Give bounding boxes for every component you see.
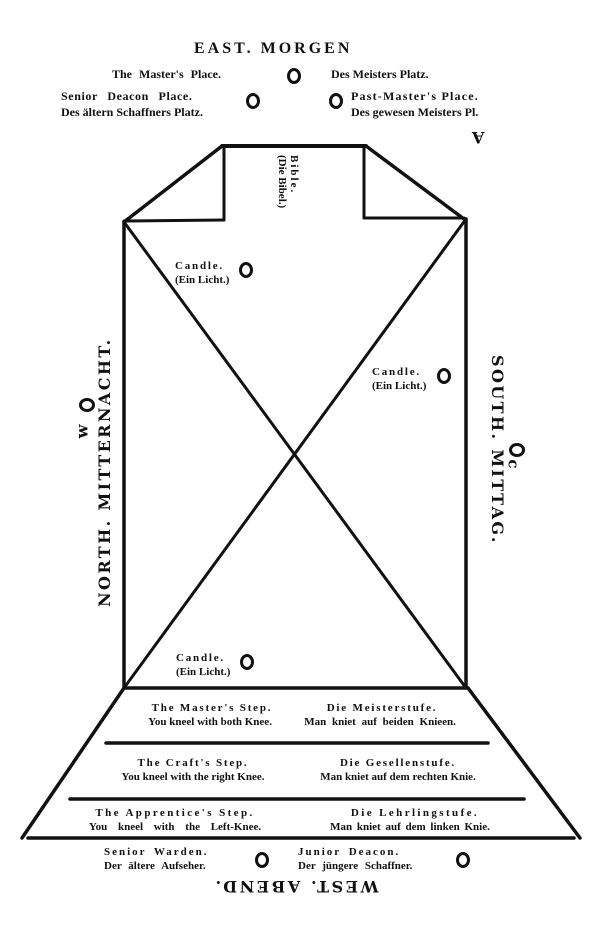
steps-right-edge bbox=[466, 686, 582, 840]
step-craft-title-en: The Craft's Step. bbox=[137, 757, 249, 769]
candle-3-marker bbox=[240, 654, 254, 670]
master-place-de: Des Meisters Platz. bbox=[331, 67, 429, 81]
senior-deacon-marker bbox=[246, 93, 260, 109]
candle-1-label-de: (Ein Licht.) bbox=[175, 274, 230, 286]
north-marker bbox=[79, 398, 95, 412]
step-apprentice-title-en: The Apprentice's Step. bbox=[95, 807, 255, 819]
step-apprentice-title-de: Die Lehrlingstufe. bbox=[350, 807, 480, 819]
south-heading: SOUTH. MITTAG. bbox=[488, 355, 507, 545]
right-fold-diagonal bbox=[364, 144, 466, 221]
junior-deacon-de: Der jüngere Schaffner. bbox=[298, 860, 413, 872]
step-craft: The Craft's Step. Die Gesellenstufe. You… bbox=[98, 756, 508, 784]
master-position-marker bbox=[287, 68, 301, 84]
step-craft-desc-de: Man kniet auf dem rechten Knie. bbox=[320, 771, 476, 783]
bible-label: Bible. (Die Bibel.) bbox=[276, 155, 300, 208]
junior-deacon-marker bbox=[456, 852, 470, 868]
candle-2: Candle. (Ein Licht.) bbox=[372, 365, 426, 393]
bible-label-de: (Die Bibel.) bbox=[276, 155, 288, 209]
past-master-place-de: Des gewesen Meisters Pl. bbox=[351, 105, 479, 119]
master-place-en: The Master's Place. bbox=[112, 67, 221, 81]
junior-deacon-en: Junior Deacon. bbox=[298, 846, 401, 858]
senior-warden-en: Senior Warden. bbox=[104, 846, 209, 858]
candle-3: Candle. (Ein Licht.) bbox=[176, 651, 230, 679]
candle-1: Candle. (Ein Licht.) bbox=[175, 259, 229, 287]
step-master: The Master's Step. Die Meisterstufe. You… bbox=[128, 701, 468, 729]
left-fold-base bbox=[122, 218, 226, 223]
candle-1-marker bbox=[239, 262, 253, 278]
past-master-marker bbox=[329, 93, 343, 109]
diagonal-2 bbox=[122, 217, 468, 690]
steps-left-edge bbox=[20, 686, 126, 840]
senior-warden-de: Der ältere Aufseher. bbox=[104, 860, 206, 872]
candle-3-label-de: (Ein Licht.) bbox=[176, 666, 231, 678]
inverted-a-mark: A bbox=[472, 128, 485, 147]
step-master-desc-de: Man kniet auf beiden Knieen. bbox=[304, 716, 456, 728]
step-apprentice: The Apprentice's Step. Die Lehrlingstufe… bbox=[60, 806, 540, 834]
left-fold-diagonal bbox=[122, 144, 224, 224]
east-heading: EAST. MORGEN bbox=[194, 40, 353, 57]
past-master-place-en: Past-Master's Place. bbox=[351, 89, 479, 103]
candle-2-label-de: (Ein Licht.) bbox=[372, 380, 427, 392]
senior-deacon-place-de: Des ältern Schaffners Platz. bbox=[61, 105, 203, 119]
candle-2-label: Candle. bbox=[372, 366, 421, 378]
step-master-desc-en: You kneel with both Knee. bbox=[148, 716, 272, 728]
candle-2-marker bbox=[437, 368, 451, 384]
bible-label-en: Bible. bbox=[288, 155, 300, 195]
north-mark-glyph: w bbox=[72, 424, 92, 439]
step-master-title-de: Die Meisterstufe. bbox=[326, 702, 438, 714]
junior-deacon: Junior Deacon. Der jüngere Schaffner. bbox=[298, 845, 412, 873]
senior-deacon-place-en: Senior Deacon Place. bbox=[61, 89, 193, 103]
south-mark-glyph: c bbox=[504, 459, 523, 469]
candle-3-label: Candle. bbox=[176, 652, 225, 664]
senior-warden: Senior Warden. Der ältere Aufseher. bbox=[104, 845, 209, 873]
west-heading: WEST. ABEND. bbox=[213, 877, 379, 896]
step-apprentice-desc-en: You kneel with the Left-Knee. bbox=[88, 821, 262, 833]
south-marker bbox=[509, 443, 525, 457]
step-apprentice-desc-de: Man kniet auf dem linken Knie. bbox=[330, 821, 490, 833]
step-craft-title-de: Die Gesellenstufe. bbox=[339, 757, 457, 769]
step-craft-desc-en: You kneel with the right Knee. bbox=[121, 771, 265, 783]
senior-warden-marker bbox=[255, 852, 269, 868]
step-master-title-en: The Master's Step. bbox=[151, 702, 273, 714]
north-heading: NORTH. MITTERNACHT. bbox=[95, 337, 114, 607]
candle-1-label: Candle. bbox=[175, 260, 224, 272]
